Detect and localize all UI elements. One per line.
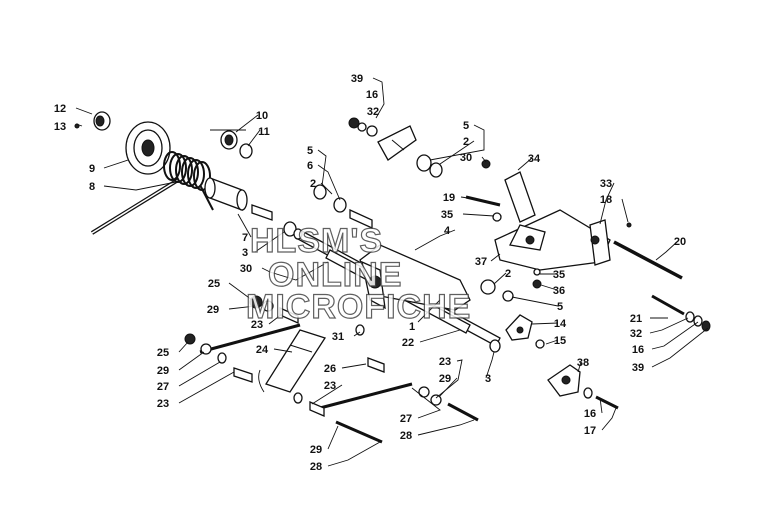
callout-10: 10	[256, 110, 268, 122]
lower-right-hardware	[480, 279, 545, 353]
callout-36: 36	[553, 285, 565, 297]
callout-23: 23	[439, 356, 451, 368]
callout-27: 27	[157, 381, 169, 393]
callout-15: 15	[554, 335, 566, 347]
callout-25: 25	[208, 278, 220, 290]
watermark: HLSM'S ONLINE MICROFICHE	[245, 221, 471, 326]
callout-20: 20	[674, 236, 686, 248]
callout-32: 32	[630, 328, 642, 340]
callout-12: 12	[54, 103, 66, 115]
shock-linkage	[184, 295, 479, 444]
callout-22: 22	[402, 337, 414, 349]
callout-23: 23	[251, 319, 263, 331]
callout-31: 31	[332, 331, 344, 343]
callout-14: 14	[554, 318, 567, 330]
callout-9: 9	[89, 163, 95, 175]
callout-24: 24	[256, 344, 269, 356]
callout-17: 17	[584, 425, 596, 437]
watermark-line-3: MICROFICHE	[246, 288, 471, 326]
callout-3: 3	[242, 247, 248, 259]
watermark-line-2: ONLINE	[268, 256, 402, 294]
left-hardware	[313, 184, 373, 230]
callout-26: 26	[324, 363, 336, 375]
callout-38: 38	[577, 357, 589, 369]
callout-7: 7	[242, 232, 248, 244]
callout-16: 16	[584, 408, 596, 420]
callout-37: 37	[475, 256, 487, 268]
callout-30: 30	[460, 152, 472, 164]
callout-39: 39	[632, 362, 644, 374]
callout-33: 33	[600, 178, 612, 190]
pivot-arm	[359, 244, 471, 311]
callout-5: 5	[463, 120, 469, 132]
callout-35: 35	[441, 209, 453, 221]
callout-19: 19	[443, 192, 455, 204]
callout-2: 2	[505, 268, 511, 280]
callout-29: 29	[207, 304, 219, 316]
callout-35: 35	[553, 269, 565, 281]
callout-25: 25	[157, 347, 169, 359]
callout-23: 23	[157, 398, 169, 410]
callout-5: 5	[307, 145, 313, 157]
callout-5: 5	[557, 301, 563, 313]
callout-28: 28	[400, 430, 412, 442]
upper-hardware	[416, 154, 502, 222]
callout-2: 2	[310, 178, 316, 190]
callout-16: 16	[366, 89, 378, 101]
top-bracket	[348, 117, 417, 161]
callout-21: 21	[630, 313, 642, 325]
callout-13: 13	[54, 121, 66, 133]
callout-8: 8	[89, 181, 95, 193]
callout-4: 4	[444, 225, 451, 237]
callout-29: 29	[310, 444, 322, 456]
callout-11: 11	[258, 126, 270, 138]
callout-30: 30	[240, 263, 252, 275]
callout-29: 29	[157, 365, 169, 377]
callout-18: 18	[600, 194, 612, 206]
callout-29: 29	[439, 373, 451, 385]
right-bracket-assembly	[494, 171, 711, 332]
bottom-right-bracket	[547, 364, 619, 410]
callout-39: 39	[351, 73, 363, 85]
callout-6: 6	[307, 160, 313, 172]
callout-1: 1	[409, 321, 415, 333]
callout-27: 27	[400, 413, 412, 425]
callout-28: 28	[310, 461, 322, 473]
callout-23: 23	[324, 380, 336, 392]
callout-16: 16	[632, 344, 644, 356]
leader-lines	[75, 77, 709, 467]
watermark-line-1: HLSM'S	[250, 222, 383, 260]
callout-34: 34	[528, 153, 541, 165]
callout-32: 32	[367, 106, 379, 118]
torsion-spring-assembly	[74, 111, 297, 237]
callout-2: 2	[463, 136, 469, 148]
callout-3: 3	[485, 373, 491, 385]
